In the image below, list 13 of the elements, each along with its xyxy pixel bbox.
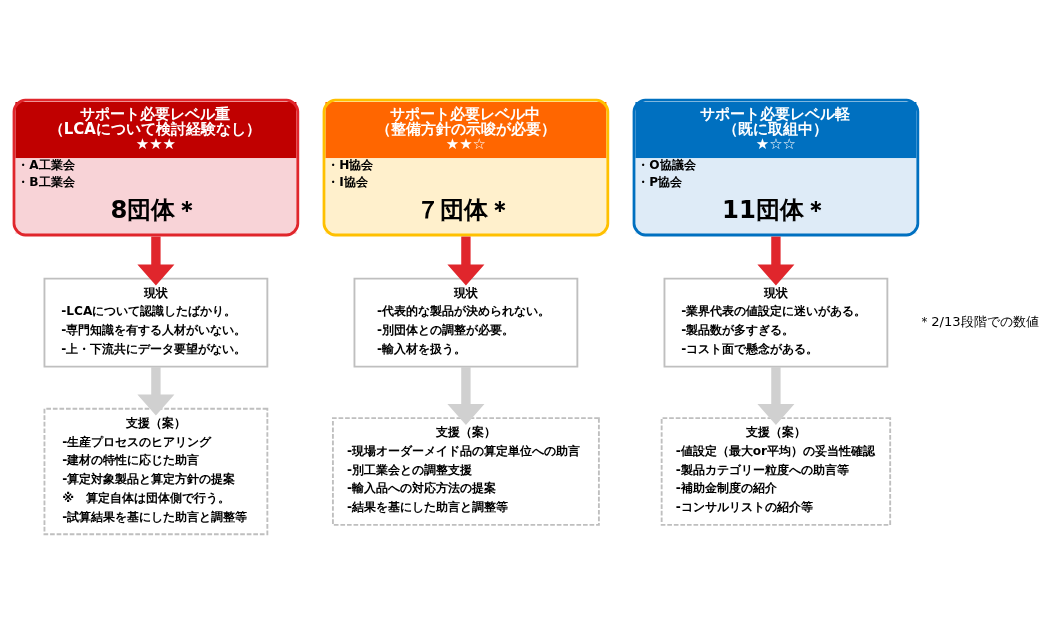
arrow xyxy=(137,366,175,416)
node-box: 現状 -代表的な製品が決められない。 -別団体との調整が必要。 -輸入材を扱う。 xyxy=(353,277,579,368)
node-box: 支援（案） -生産プロセスのヒアリング -建材の特性に応じた助言 -算定対象製品と算定方針の提案 ※ 算定自体は団体側で行う。 -試算結果を基にした助言と調整等 xyxy=(43,407,269,535)
arrow xyxy=(757,366,795,425)
node-box: 現状 -LCAについて認識したばかり。 -専門知識を有する人材がいない。 -上・下流共にデータ要望がない。 xyxy=(43,277,269,368)
label: ＊2/13段階での数値 xyxy=(918,313,1039,329)
arrow xyxy=(757,236,795,286)
arrow xyxy=(447,366,485,425)
arrow xyxy=(447,236,485,286)
node-box: 支援（案） -値設定（最大or平均）の妥当性確認 -製品カテゴリー粒度への助言等 -補助金制度の紹介 -コンサルリストの紹介等 xyxy=(660,416,892,526)
node-box: 現状 -業界代表の値設定に迷いがある。 -製品数が多すぎる。 -コスト面で懸念がある。 xyxy=(663,277,889,368)
node-box: 支援（案） -現場オーダーメイド品の算定単位への助言 -別工業会との調整支援 -輸入品への対応方法の提案 -結果を基にした助言と調整等 xyxy=(331,416,600,526)
arrow xyxy=(137,236,175,286)
